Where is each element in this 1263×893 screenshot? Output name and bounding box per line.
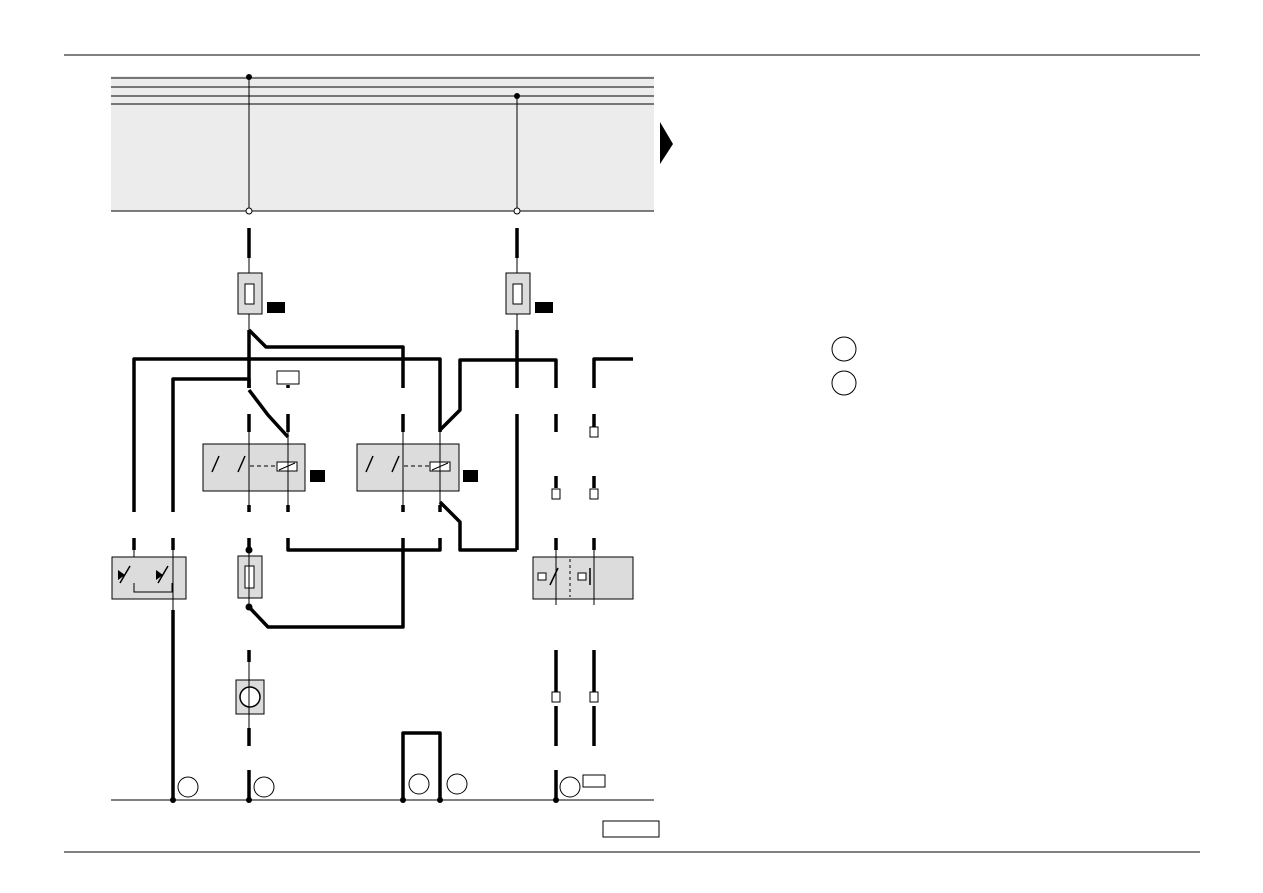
- fuse-left: [237, 272, 285, 315]
- connector-icon: [551, 426, 599, 703]
- connector-tag: [276, 370, 300, 385]
- legend: [831, 336, 857, 396]
- junctions: [170, 546, 559, 803]
- continue-arrow-icon: [660, 122, 673, 164]
- relay-right: [356, 443, 478, 492]
- switch-right: [532, 556, 634, 600]
- pin-leads: [133, 258, 595, 728]
- fuse-right: [505, 272, 553, 315]
- motor-icon: [235, 679, 265, 715]
- fuse-inline: [237, 555, 263, 599]
- switch-left: [111, 556, 187, 600]
- footer-ref-box: [602, 820, 660, 838]
- bus-panel: [111, 74, 654, 215]
- relay-left: [202, 443, 325, 492]
- ground-icon: [177, 773, 606, 798]
- wiring: [132, 228, 633, 800]
